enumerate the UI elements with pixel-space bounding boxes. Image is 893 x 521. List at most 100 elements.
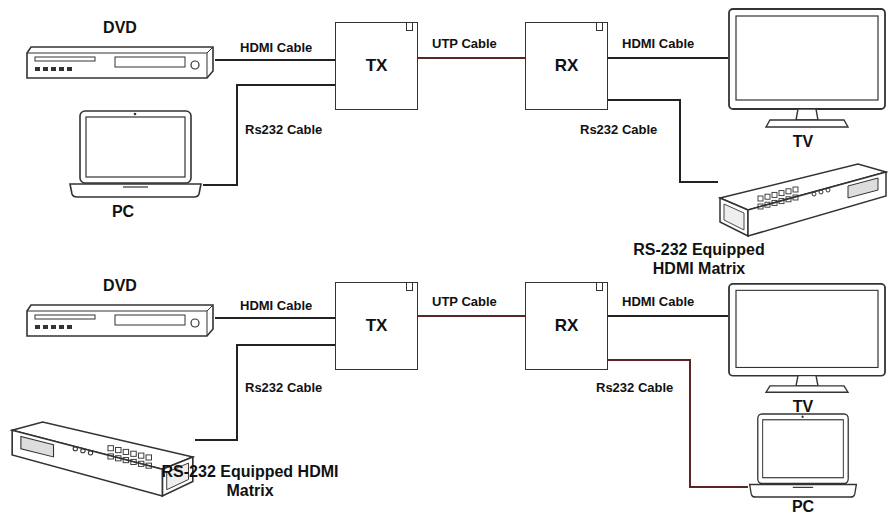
dvd-illustration-part (67, 67, 72, 71)
cable-label: Rs232 Cable (243, 122, 324, 137)
extender-box: TX (335, 282, 418, 370)
laptop-illustration-part (763, 420, 844, 478)
dvd-illustration-part (35, 315, 95, 319)
dvd-device: DVD (25, 303, 215, 338)
dvd-illustration (25, 303, 215, 338)
laptop-illustration-part (123, 186, 148, 187)
matrix-illustration-part (786, 197, 791, 202)
illustration (68, 110, 203, 198)
tv-device: TV (728, 8, 886, 130)
cable-line (608, 315, 728, 317)
cable-label: Rs232 Cable (243, 380, 324, 395)
matrix-illustration-part (146, 463, 151, 468)
cable-label: Rs232 Cable (578, 122, 659, 137)
tv-illustration-part (729, 9, 885, 109)
matrix-illustration (718, 160, 888, 240)
matrix-illustration-part (765, 202, 770, 207)
tv-illustration-part (796, 109, 818, 120)
matrix-illustration-part (758, 204, 763, 209)
cable-label: UTP Cable (430, 294, 499, 309)
dvd-illustration-part (27, 305, 213, 336)
dvd-illustration-part (43, 325, 48, 329)
cable-line (215, 317, 335, 319)
device-label: PC (748, 497, 858, 516)
extender-box: RX (525, 22, 608, 110)
matrix-illustration-part (123, 458, 128, 463)
matrix-illustration-part (146, 455, 151, 460)
matrix-illustration-part (123, 449, 128, 454)
matrix-illustration-part (138, 461, 143, 466)
port-symbol (596, 22, 603, 31)
cable-line (215, 59, 335, 61)
dvd-illustration-part (191, 61, 199, 69)
laptop-illustration (68, 110, 203, 198)
matrix-illustration-part (765, 194, 770, 199)
cable-label: Rs232 Cable (594, 380, 675, 395)
laptop-illustration-part (80, 111, 191, 183)
illustration (728, 8, 886, 130)
dvd-illustration-part (59, 67, 64, 71)
cable-line (418, 315, 525, 317)
matrix-illustration-part (21, 436, 54, 457)
cable-label: HDMI Cable (620, 36, 696, 51)
illustration (25, 45, 215, 80)
matrix-illustration-part (116, 456, 121, 461)
box-label: RX (555, 56, 579, 76)
device-label: TV (728, 132, 878, 151)
cable-line (195, 345, 335, 440)
device-label: DVD (25, 276, 215, 295)
matrix-illustration-part (12, 422, 193, 496)
dvd-illustration-part (207, 53, 208, 78)
matrix-illustration-part (812, 192, 816, 196)
laptop-illustration-part (70, 184, 201, 197)
matrix-illustration-part (748, 172, 886, 236)
laptop-illustration-part (86, 117, 185, 177)
cable-label: HDMI Cable (238, 40, 314, 55)
tv-illustration-part (766, 120, 848, 127)
dvd-illustration-part (35, 67, 40, 71)
matrix-illustration-part (826, 188, 830, 192)
matrix-illustration-part (116, 448, 121, 453)
dvd-illustration-part (115, 315, 185, 325)
matrix-illustration-part (108, 446, 113, 451)
tv-illustration-part (796, 376, 818, 386)
laptop-illustration (748, 413, 858, 498)
port-symbol (596, 282, 603, 291)
matrix-illustration-part (108, 454, 113, 459)
tv-illustration-part (766, 386, 848, 392)
matrix-illustration-part (758, 196, 763, 201)
matrix-illustration-part (772, 192, 777, 197)
dvd-illustration-part (35, 57, 95, 61)
matrix-illustration-part (779, 191, 784, 196)
tv-illustration-part (736, 290, 878, 367)
illustration (748, 413, 858, 498)
illustration (10, 418, 195, 500)
cable-line (608, 57, 728, 59)
dvd-illustration-part (115, 57, 185, 67)
matrix-device: RS-232 Equipped HDMI Matrix (718, 160, 888, 240)
dvd-illustration-part (43, 67, 48, 71)
tv-illustration (728, 283, 886, 395)
matrix-illustration-part (848, 178, 878, 198)
tv-device: TV (728, 283, 886, 395)
matrix-illustration (10, 418, 195, 500)
laptop-illustration-part (750, 484, 857, 497)
cable-label: UTP Cable (430, 36, 499, 51)
matrix-illustration-part (793, 195, 798, 200)
cable-label: HDMI Cable (620, 294, 696, 309)
dvd-illustration-part (35, 325, 40, 329)
cable-line (418, 57, 525, 59)
device-label: PC (68, 202, 178, 221)
tv-illustration-part (736, 16, 878, 100)
device-label: RS-232 Equipped HDMI Matrix (160, 462, 340, 500)
laptop-device: PC (748, 413, 858, 498)
laptop-illustration-part (793, 487, 813, 488)
dvd-device: DVD (25, 45, 215, 80)
matrix-illustration-part (131, 451, 136, 456)
matrix-illustration-part (131, 459, 136, 464)
laptop-illustration-part (802, 416, 804, 419)
illustration (718, 160, 888, 240)
dvd-illustration-part (27, 47, 213, 53)
matrix-illustration-part (81, 449, 85, 453)
matrix-illustration-part (138, 453, 143, 458)
